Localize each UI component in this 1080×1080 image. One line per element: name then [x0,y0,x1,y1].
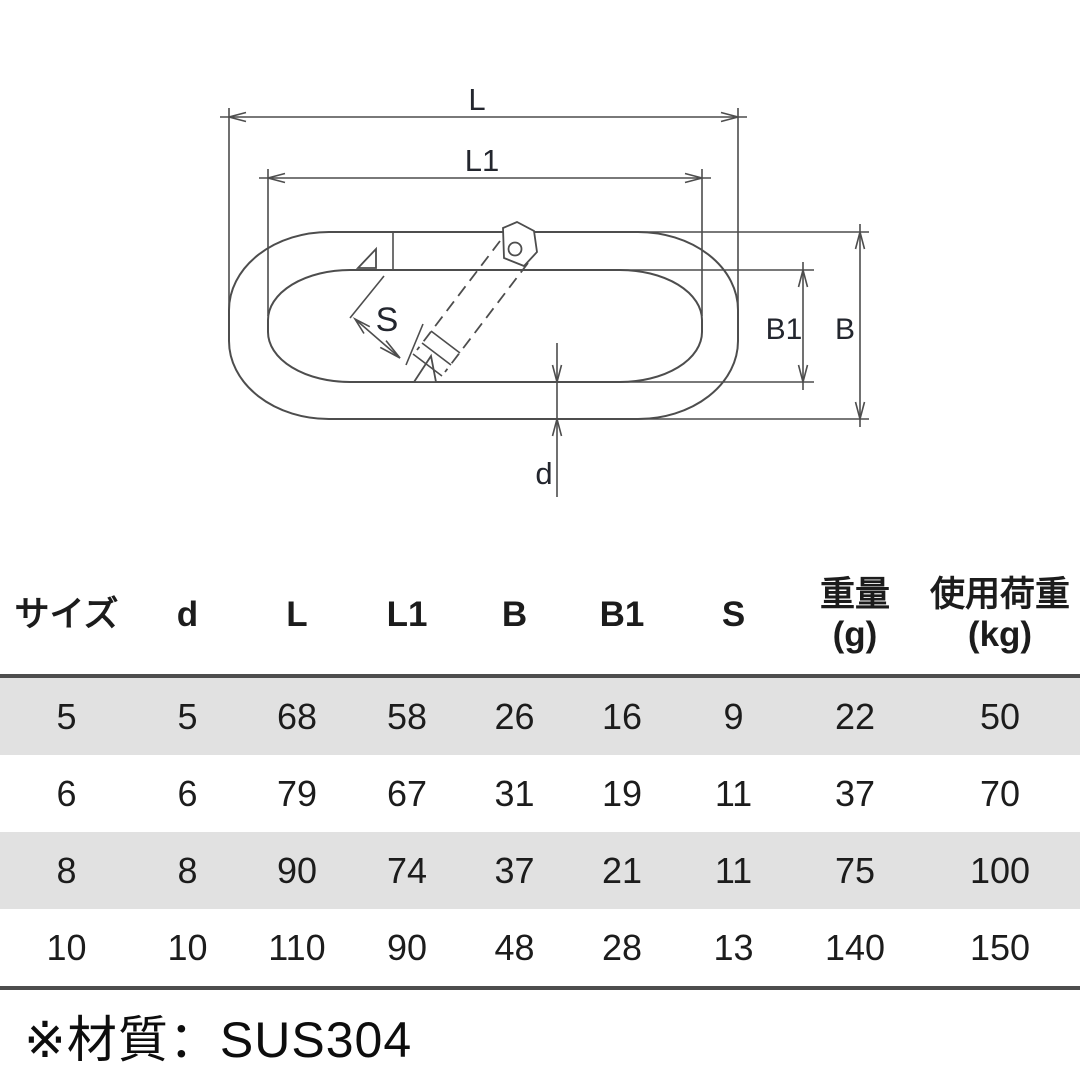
table-cell: 74 [386,849,428,891]
dimension-L1: L1 [259,143,711,316]
arrowhead [551,415,563,437]
table-cell: 9 [723,695,744,737]
table-cell: 10 [0,909,133,990]
table-cell: 90 [352,909,462,990]
table-cell: 16 [601,695,643,737]
arrowhead [379,340,401,359]
table-cell: 5 [177,695,198,737]
arrowhead [854,228,866,250]
col-header-size: サイズ [0,556,133,678]
arrowhead [264,172,286,184]
col-header-working-load: 使用荷重(kg) [920,556,1080,678]
dim-label-L: L [468,82,485,117]
table-cell: 79 [276,772,318,814]
dim-label-L1: L1 [465,143,499,178]
table-cell: 58 [386,695,428,737]
dimension-B1: B1 [620,262,814,390]
col-header-L: L [242,556,352,678]
col-header-S: S [677,556,790,678]
table-cell: 11 [714,849,753,891]
arrowhead [225,111,247,123]
table-cell: 37 [494,849,535,891]
header-row: サイズ d L L1 B B1 S 重量(g) 使用荷重(kg) [0,556,1080,678]
table-row: 10 10 110 90 48 28 13 140 150 [0,909,1080,990]
material-note: ※材質：SUS304 [24,1012,413,1068]
arrowhead [551,364,563,386]
col-header-weight: 重量(g) [790,556,920,678]
dim-label-B: B [835,313,855,346]
ring-body [228,231,739,420]
table-cell: 48 [462,909,567,990]
table-row: 8 8 90 74 37 21 11 75 100 [0,832,1080,909]
table-cell: 75 [834,849,876,891]
dimension-S: S [349,275,401,359]
table-cell: 10 [133,909,242,990]
arrowhead [352,316,371,334]
table-cell: 8 [56,849,77,891]
dim-label-d: d [535,456,552,491]
table-cell: 8 [177,849,198,891]
spec-table: サイズ d L L1 B B1 S 重量(g) 使用荷重(kg) 5 5 68 … [0,556,1080,990]
table-cell: 21 [601,849,643,891]
col-header-B1: B1 [567,556,677,678]
col-header-d: d [133,556,242,678]
table-row: 5 5 68 58 26 16 9 22 50 [0,676,1080,755]
table-cell: 100 [969,849,1031,891]
table-cell: 150 [920,909,1080,990]
table-cell: 11 [714,772,753,814]
table-cell: 68 [276,695,318,737]
col-header-B: B [462,556,567,678]
wire-end-bevel-top [355,246,377,269]
table-cell: 37 [834,772,876,814]
dim-label-B1: B1 [766,313,803,346]
arrowhead [720,111,742,123]
dimension-L: L [220,82,747,316]
table-cell: 22 [834,695,876,737]
dim-label-S: S [376,301,399,339]
col-header-L1: L1 [352,556,462,678]
table-cell: 50 [979,695,1021,737]
arrowhead [797,266,809,288]
dimension-d: d [535,343,563,497]
arrowhead [797,364,809,386]
table-cell: 90 [276,849,318,891]
dimension-diagram: L L1 B B1 [220,82,869,497]
table-cell: 140 [790,909,920,990]
table-cell: 67 [386,772,428,814]
arrowhead [854,401,866,423]
table-cell: 26 [494,695,535,737]
table-cell: 31 [494,772,535,814]
table-cell: 5 [56,695,77,737]
table-cell: 13 [677,909,790,990]
table-cell: 110 [242,909,352,990]
table-cell: 6 [177,772,198,814]
arrowhead [684,172,706,184]
table-cell: 6 [56,772,77,814]
table-cell: 28 [567,909,677,990]
table-row: 6 6 79 67 31 19 11 37 70 [0,755,1080,832]
table-cell: 70 [979,772,1021,814]
gate-rivet-hole [507,241,523,257]
dimension-B: B [638,224,869,427]
spring-gate [405,221,538,377]
table-cell: 19 [601,772,643,814]
